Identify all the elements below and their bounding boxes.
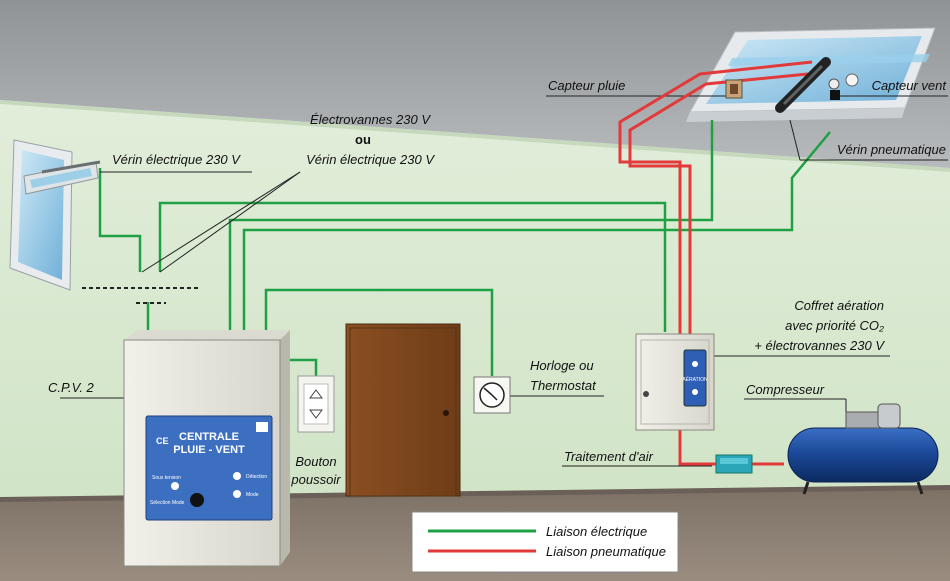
label-verin-pneumatique: Vérin pneumatique: [837, 142, 946, 157]
label-verin-electrique-center: Vérin électrique 230 V: [306, 152, 435, 167]
label-horloge-2: Thermostat: [530, 378, 597, 393]
label-coffret-1: Coffret aération: [794, 298, 884, 313]
label-horloge-1: Horloge ou: [530, 358, 594, 373]
pneu-upper-1: [618, 60, 813, 334]
controller-title-1: CENTRALE: [179, 431, 239, 443]
door: [345, 323, 461, 497]
legend: [411, 511, 679, 573]
coffret-panel-label: AÉRATION: [682, 376, 708, 383]
controller-btn-selection: Sélection Mode: [150, 500, 185, 506]
air-treatment-unit: [715, 454, 753, 474]
rain-sensor: [725, 79, 743, 99]
label-cpv: C.P.V. 2: [48, 380, 95, 395]
electrical-links: [98, 120, 831, 376]
wall-window: [9, 139, 101, 291]
pneumatic-actuator: [775, 57, 831, 113]
coffret-aeration: [635, 333, 715, 431]
wire-wind-sensor: [242, 131, 831, 330]
label-capteur-vent: Capteur vent: [872, 78, 948, 93]
label-coffret-2: avec priorité CO₂: [785, 318, 884, 333]
label-traitement: Traitement d'air: [564, 449, 654, 464]
wire-coffret: [158, 201, 667, 332]
controller-title-2: PLUIE - VENT: [173, 444, 245, 456]
legend-electrical-label: Liaison électrique: [546, 524, 647, 539]
label-capteur-pluie: Capteur pluie: [548, 78, 625, 93]
controller-cpv2: [123, 330, 290, 567]
controller-btn-sous-tension: Sous tension: [152, 475, 181, 481]
wind-sensor: [828, 73, 859, 100]
pneu-lower-1: [678, 430, 716, 466]
label-electrovannes: Électrovannes 230 V: [310, 112, 431, 127]
label-compresseur: Compresseur: [746, 382, 825, 397]
compressor: [787, 403, 939, 495]
push-button: [297, 375, 335, 433]
pneumatic-links: [618, 60, 813, 466]
legend-pneumatic-label: Liaison pneumatique: [546, 544, 666, 559]
branch-dashes: [82, 287, 200, 304]
label-ou: ou: [355, 132, 371, 147]
label-bouton-1: Bouton: [295, 454, 336, 469]
wire-window: [98, 168, 142, 272]
controller-btn-detection: Détection: [246, 474, 267, 480]
label-verin-electrique-window: Vérin électrique 230 V: [112, 152, 241, 167]
clock-thermostat: [473, 376, 511, 414]
wire-rain-sensor: [228, 120, 714, 330]
controller-btn-mode: Mode: [246, 492, 259, 498]
label-coffret-3: + électrovannes 230 V: [754, 338, 885, 353]
controller-ce-mark: CE: [156, 436, 169, 446]
wire-clock: [264, 288, 494, 376]
label-bouton-2: poussoir: [290, 472, 341, 487]
pneu-upper-2: [628, 72, 809, 334]
